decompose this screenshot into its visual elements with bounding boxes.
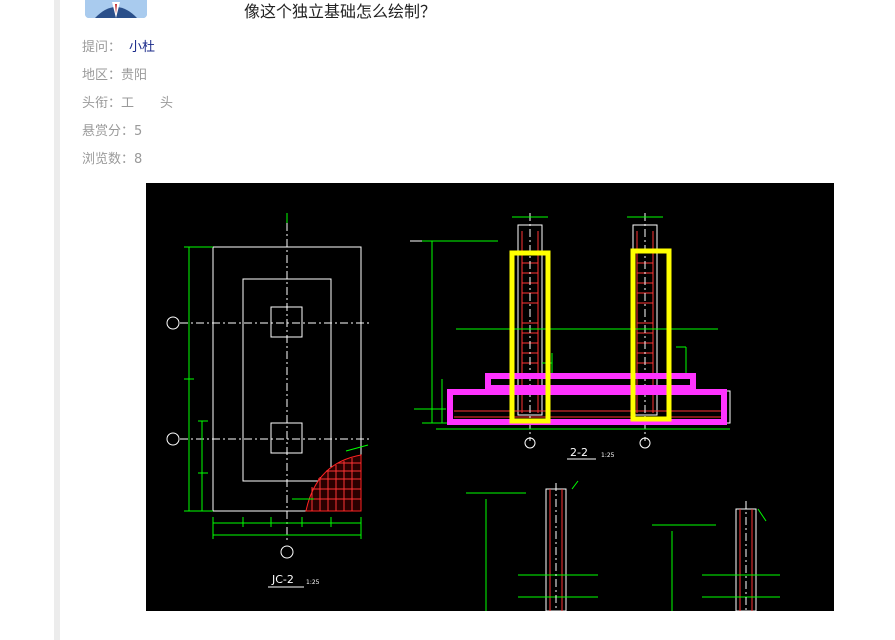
region-value: 贵阳	[121, 68, 148, 83]
plan-scale: 1:25	[306, 579, 320, 586]
plan-label: JC-2	[271, 573, 294, 586]
meta-title: 头衔：工头	[82, 92, 173, 111]
plan-view	[166, 213, 371, 559]
question-title: 像这个独立基础怎么绘制？	[244, 2, 437, 21]
lower-details	[466, 480, 780, 611]
meta-region: 地区：贵阳	[82, 64, 147, 83]
title-value: 工头	[121, 96, 173, 111]
views-label: 浏览数：	[82, 152, 135, 167]
left-rail	[0, 0, 60, 640]
cad-drawing-image[interactable]: JC-2 1:25	[146, 183, 838, 611]
avatar-person-icon	[85, 0, 147, 18]
bounty-value: 5	[134, 124, 143, 139]
asker-name-link[interactable]: 小杜	[129, 40, 156, 55]
section-scale: 1:25	[601, 452, 615, 459]
asker-label: 提问：	[82, 40, 122, 55]
title-value-part-1: 工	[121, 96, 135, 111]
meta-views: 浏览数：8	[82, 148, 142, 167]
section-2-2	[410, 213, 731, 449]
meta-bounty: 悬赏分：5	[82, 120, 142, 139]
region-label: 地区：	[82, 68, 122, 83]
cad-drawing-svg: JC-2 1:25	[146, 183, 838, 611]
title-label: 头衔：	[82, 96, 122, 111]
bounty-label: 悬赏分：	[82, 124, 135, 139]
user-avatar[interactable]	[85, 0, 147, 18]
views-value: 8	[134, 152, 143, 167]
title-value-part-2: 头	[160, 96, 174, 111]
meta-asker: 提问： 小杜	[82, 36, 155, 55]
section-label: 2-2	[570, 446, 588, 459]
